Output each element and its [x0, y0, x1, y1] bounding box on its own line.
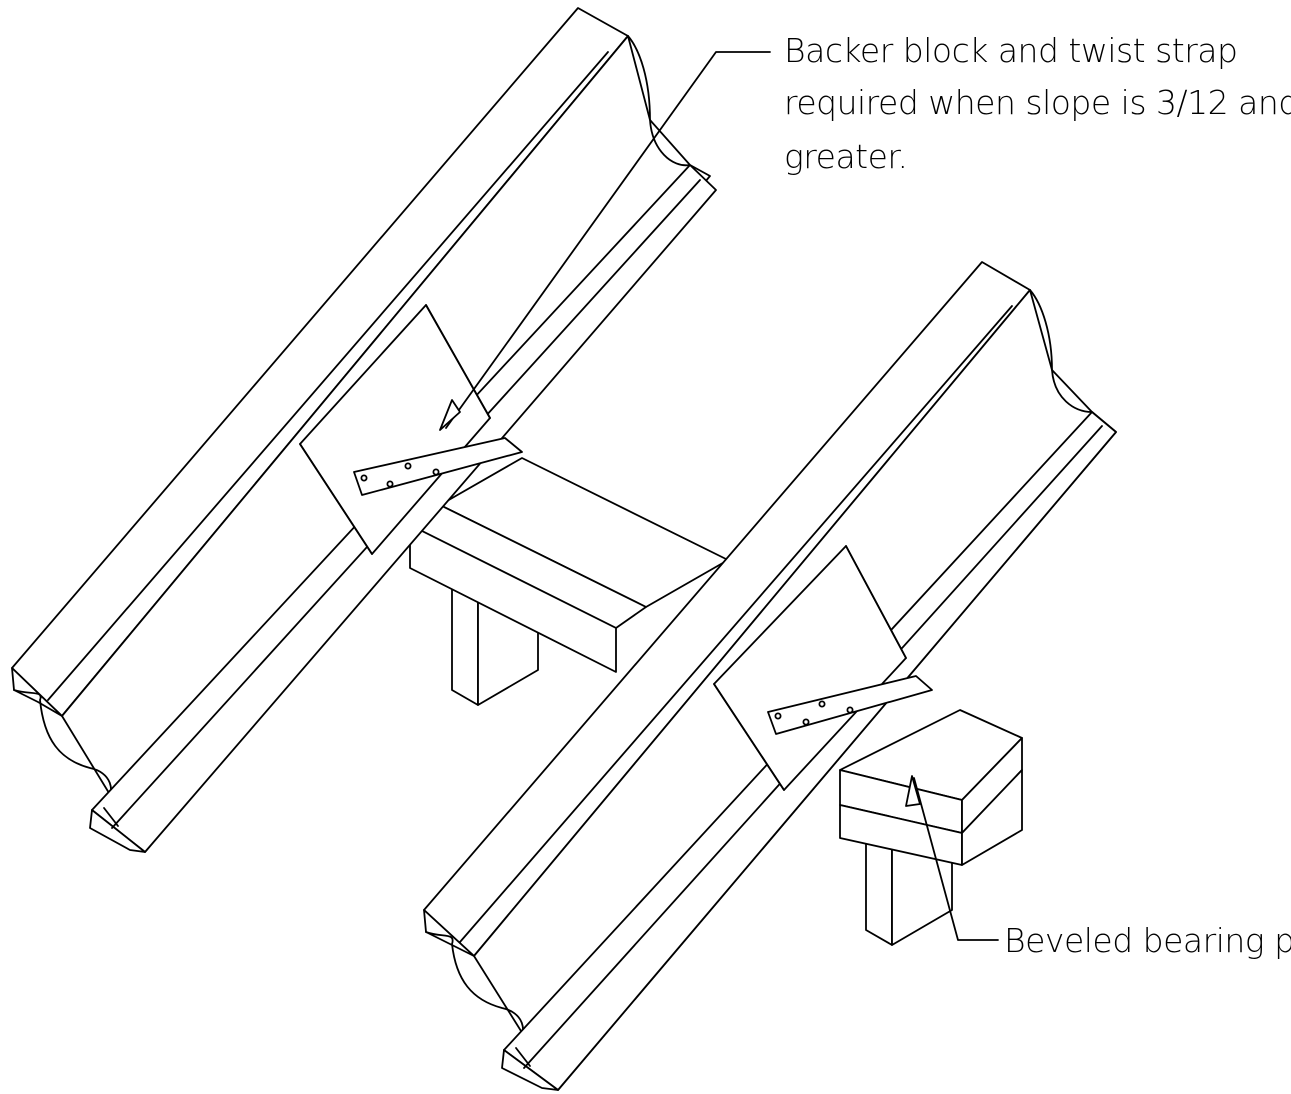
- callout-line-3: greater.: [784, 137, 907, 176]
- right-backer-block: [713, 545, 907, 791]
- bearing-plate-leader: [905, 775, 999, 941]
- bearing-plate-label: Beveled bearing plate: [1004, 921, 1291, 960]
- callout-line-2: required when slope is 3/12 and: [784, 83, 1291, 122]
- backer-block-leader: [439, 51, 771, 431]
- backer-block-callout: Backer block and twist strap required wh…: [784, 31, 1291, 176]
- right-twist-strap: [767, 675, 933, 735]
- left-backer-block: [299, 304, 491, 555]
- callout-line-1: Backer block and twist strap: [784, 31, 1237, 70]
- left-twist-strap: [353, 437, 523, 496]
- beveled-bearing-plate: [839, 709, 1023, 866]
- cross-beam: [409, 457, 729, 673]
- bearing-plate-callout: Beveled bearing plate: [1004, 921, 1291, 960]
